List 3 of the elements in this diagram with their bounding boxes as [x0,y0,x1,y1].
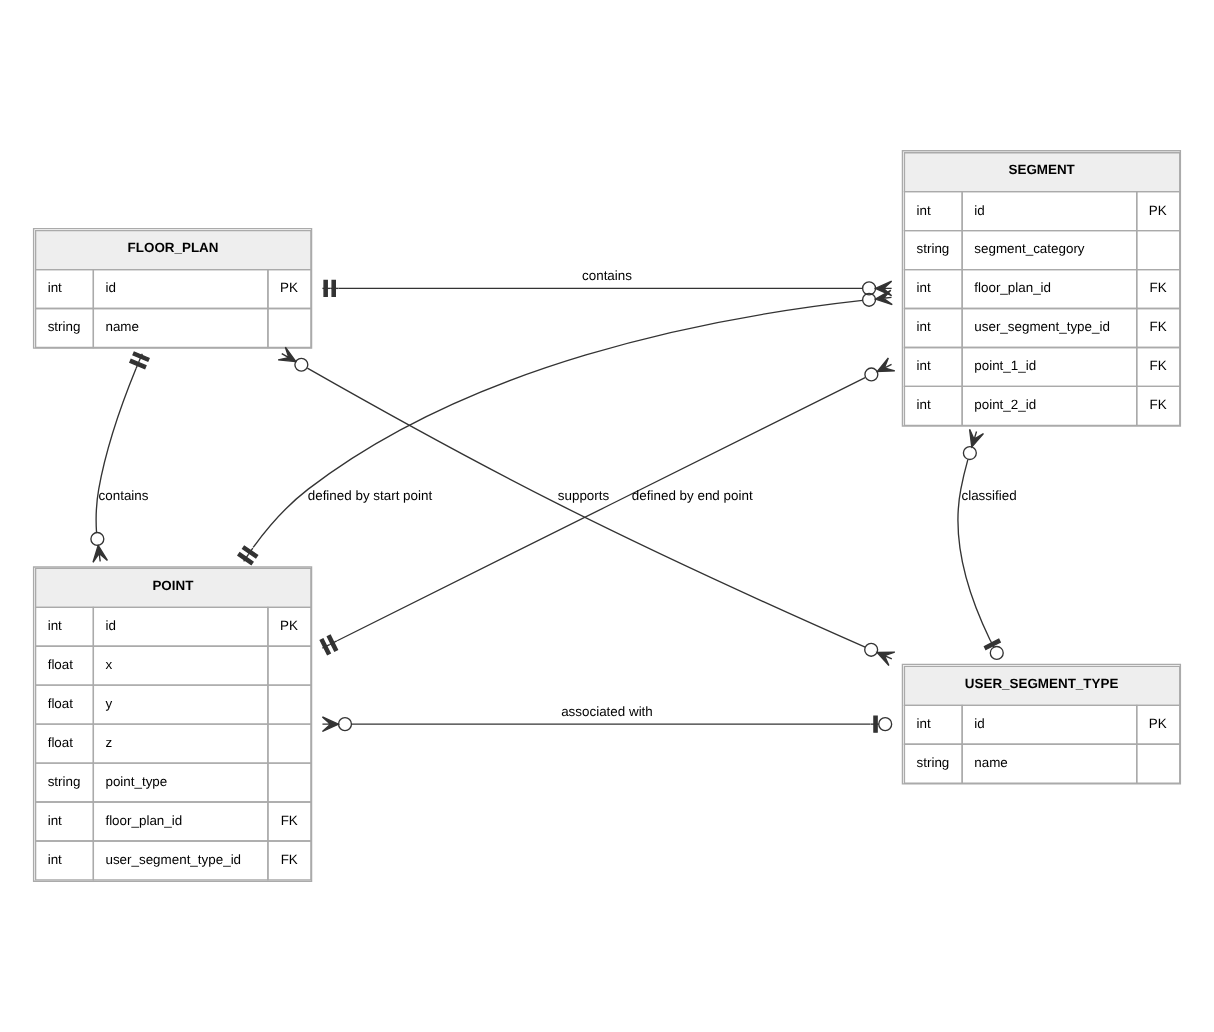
connector [321,715,893,733]
connector [90,351,150,563]
connector [957,428,1004,661]
